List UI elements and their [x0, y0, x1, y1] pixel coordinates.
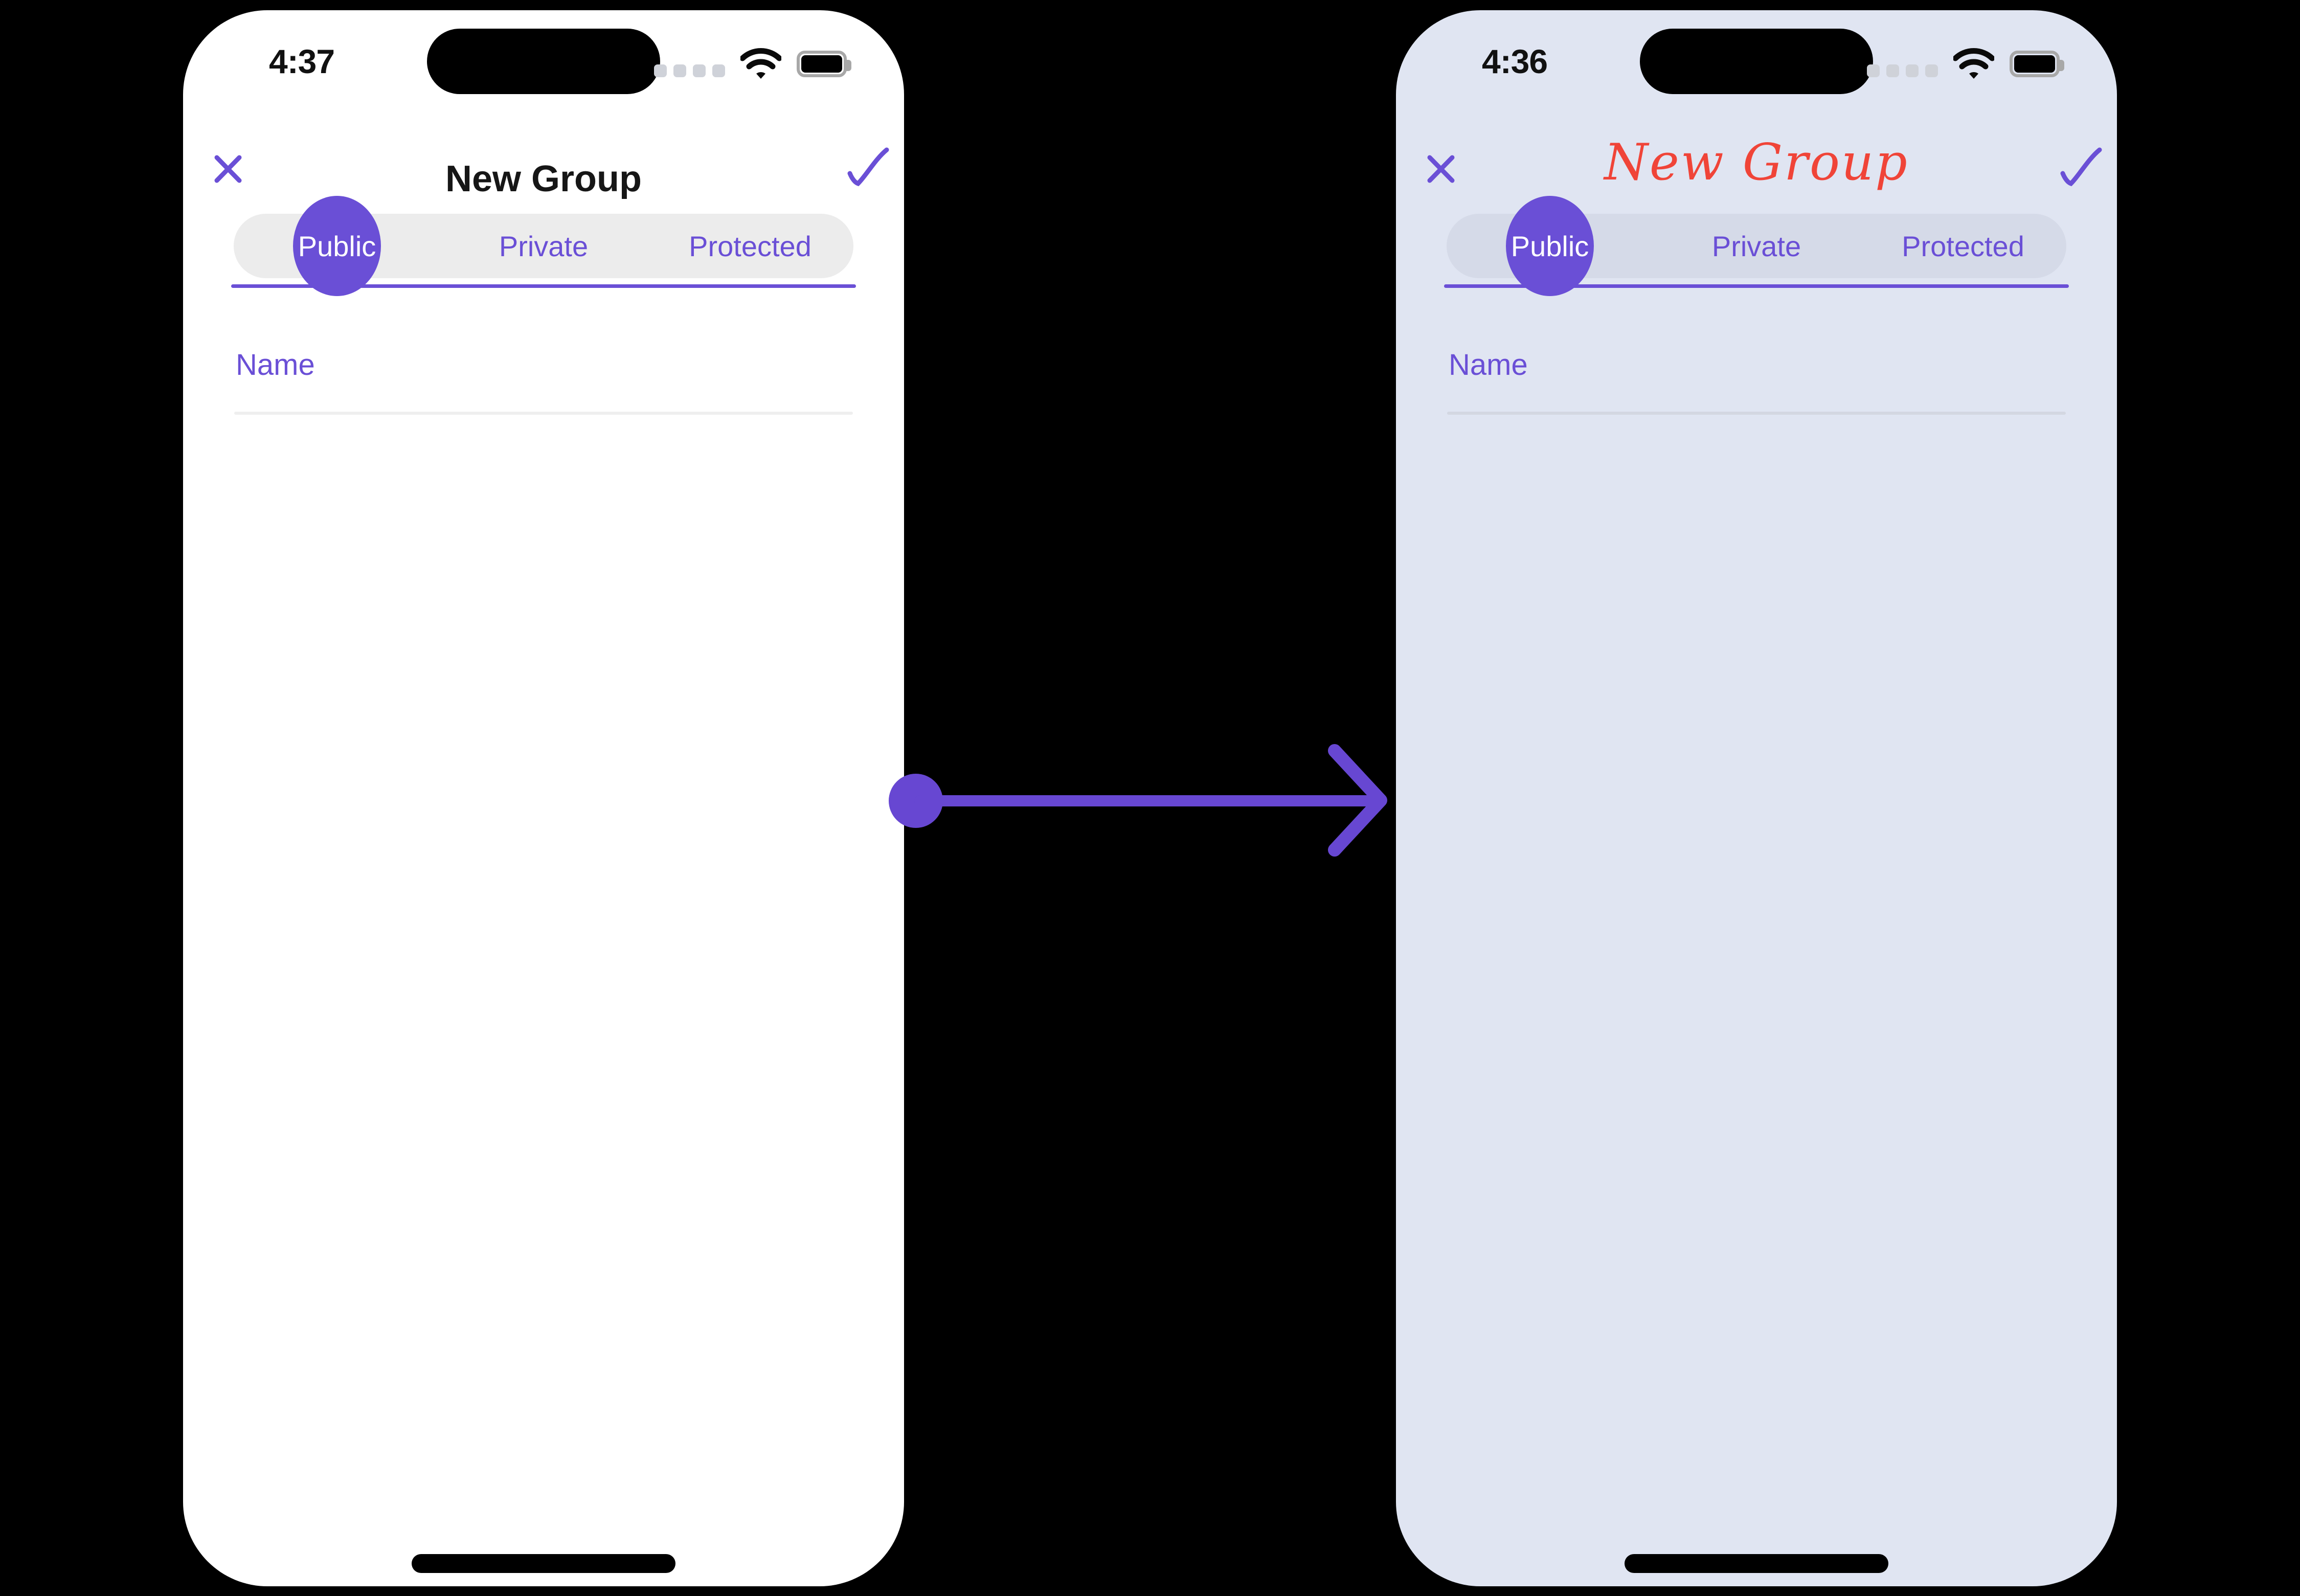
group-form: [183, 348, 904, 415]
tab-private[interactable]: Private: [440, 214, 647, 278]
cellular-dots-icon: [654, 51, 725, 77]
status-icons: [1867, 46, 2064, 82]
name-field[interactable]: [183, 348, 904, 382]
phone-mockup-themed: 4:36 New Group Public: [1396, 10, 2117, 1586]
close-button[interactable]: [214, 154, 242, 184]
tab-label: Protected: [689, 230, 811, 262]
page-title: New Group: [445, 159, 642, 199]
name-field[interactable]: [1396, 348, 2117, 382]
visibility-segmented-control: Public Private Protected: [183, 196, 904, 296]
close-button[interactable]: [1427, 154, 1455, 184]
status-time: 4:37: [269, 42, 335, 80]
tab-label: Public: [298, 230, 376, 262]
dynamic-island: [427, 29, 660, 94]
visibility-segmented-control: Public Private Protected: [1396, 196, 2117, 296]
header: New Group: [183, 141, 904, 217]
page-title: New Group: [1604, 133, 1909, 192]
tab-label: Public: [1510, 230, 1589, 262]
transition-arrow: [885, 736, 1396, 864]
tab-private[interactable]: Private: [1653, 214, 1860, 278]
status-bar: 4:36: [1396, 10, 2117, 118]
wifi-icon: [1953, 48, 1994, 79]
tab-label: Private: [1711, 230, 1801, 262]
tab-public[interactable]: Public: [1447, 196, 1653, 296]
battery-icon: [2010, 51, 2064, 77]
home-indicator[interactable]: [1625, 1554, 1888, 1573]
selected-tab-indicator: [1506, 196, 1594, 296]
status-time: 4:36: [1482, 42, 1548, 80]
battery-icon: [797, 51, 851, 77]
status-icons: [654, 46, 851, 82]
home-indicator[interactable]: [412, 1554, 675, 1573]
tab-protected[interactable]: Protected: [647, 214, 853, 278]
segmented-underline: [1444, 284, 2069, 288]
segmented-underline: [231, 284, 856, 288]
tab-label: Protected: [1902, 230, 2024, 262]
header: New Group: [1396, 133, 2117, 217]
tab-protected[interactable]: Protected: [1860, 214, 2066, 278]
name-field-underline: [1447, 412, 2066, 415]
status-bar: 4:37: [183, 10, 904, 118]
selected-tab-indicator: [293, 196, 381, 296]
phone-mockup-default: 4:37 New Group Public: [183, 10, 904, 1586]
dynamic-island: [1640, 29, 1873, 94]
arrow-head-icon: [1328, 744, 1387, 857]
name-field-underline: [234, 412, 853, 415]
tab-public[interactable]: Public: [234, 196, 440, 296]
confirm-button[interactable]: [2060, 147, 2103, 191]
arrow-line: [914, 795, 1381, 806]
tab-label: Private: [499, 230, 589, 262]
cellular-dots-icon: [1867, 51, 1938, 77]
group-form: [1396, 348, 2117, 415]
confirm-button[interactable]: [847, 147, 890, 191]
wifi-icon: [740, 48, 781, 79]
